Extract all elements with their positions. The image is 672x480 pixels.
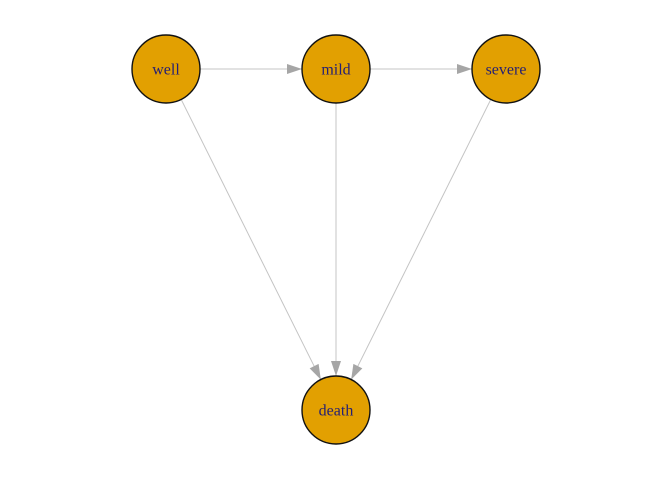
node-death <box>301 375 371 445</box>
arrowhead-mild-to-severe-icon <box>457 64 472 74</box>
arrowhead-mild-to-death-icon <box>331 361 341 376</box>
node-label-death: death <box>319 402 354 419</box>
node-label-well: well <box>152 61 180 78</box>
node-label-severe: severe <box>486 61 527 78</box>
edge-well-to-death <box>180 99 322 380</box>
arrowhead-well-to-death-icon <box>309 363 321 380</box>
arrowhead-well-to-mild-icon <box>287 64 302 74</box>
node-well <box>131 34 201 104</box>
edge-severe-to-death <box>350 99 492 380</box>
node-label-mild: mild <box>321 61 350 78</box>
node-mild <box>301 34 371 104</box>
arrowhead-severe-to-death-icon <box>351 363 363 380</box>
node-severe <box>471 34 541 104</box>
